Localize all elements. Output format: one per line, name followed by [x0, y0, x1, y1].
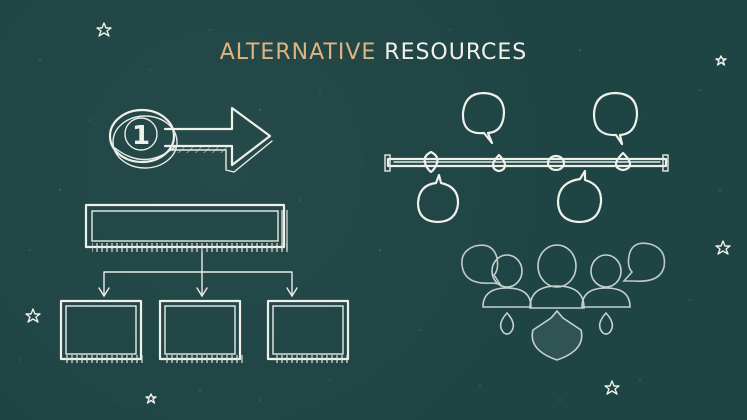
arrow-number-icon: 1 — [108, 106, 273, 173]
timeline-marker — [614, 151, 632, 172]
chalk-dust — [19, 29, 721, 401]
person-icon — [529, 244, 585, 361]
timeline-marker — [491, 153, 507, 173]
timeline-marker — [423, 150, 439, 174]
star-icon — [715, 55, 727, 66]
org-chart-child-box — [59, 299, 144, 363]
title-accent-word: ALTERNATIVE — [219, 40, 377, 65]
org-chart-child-box — [266, 299, 351, 363]
org-chart-child-box — [158, 299, 243, 363]
speech-bubble — [461, 244, 502, 286]
person-icon — [482, 254, 532, 335]
speech-bubble — [556, 169, 603, 224]
timeline-marker — [546, 154, 566, 172]
star-icon — [145, 393, 157, 404]
speech-bubble — [622, 242, 666, 283]
org-chart-icon — [59, 203, 351, 363]
speech-bubble — [592, 91, 639, 146]
star-icon — [25, 308, 41, 323]
speech-bubble — [416, 173, 460, 224]
star-icon — [715, 240, 731, 255]
speech-bubble — [461, 91, 506, 145]
org-chart-top-box — [84, 203, 288, 252]
slide-title: ALTERNATIVE RESOURCES — [0, 40, 747, 65]
person-icon — [581, 254, 631, 335]
title-rest-word: RESOURCES — [384, 40, 528, 65]
timeline-icon — [384, 91, 669, 224]
star-icon — [96, 22, 112, 37]
step-number: 1 — [132, 121, 150, 151]
people-chat-icon — [461, 242, 666, 361]
star-icon — [604, 380, 620, 395]
